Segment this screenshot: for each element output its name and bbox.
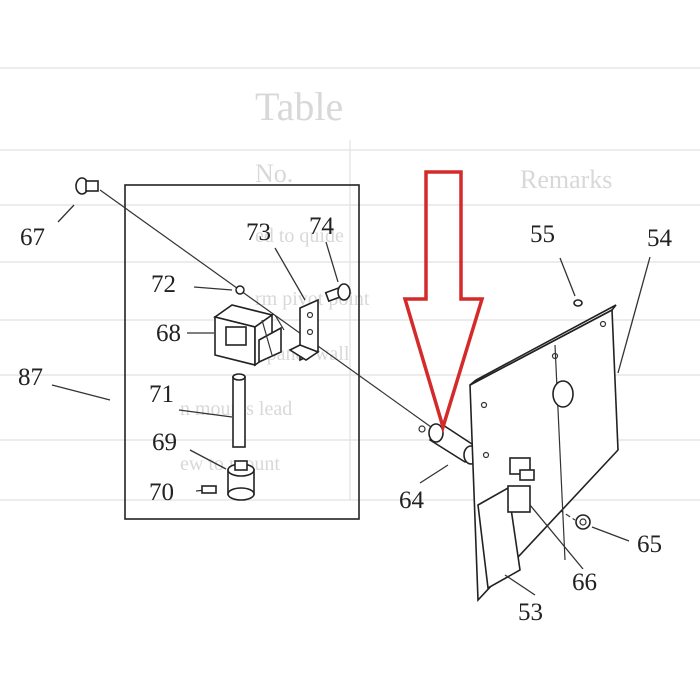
screw-67 — [75, 177, 99, 195]
leader-65 — [591, 526, 630, 542]
label-73: 73 — [246, 219, 271, 246]
leader-55 — [559, 257, 576, 297]
leader-66 — [529, 504, 584, 570]
leader-lines — [51, 204, 651, 596]
label-69: 69 — [152, 429, 177, 456]
label-54: 54 — [647, 225, 673, 252]
background-row-fragment: ed to quide — [255, 225, 344, 247]
motor-64 — [418, 423, 480, 465]
leader-74 — [325, 241, 339, 283]
bracket-68 — [213, 304, 285, 367]
label-67: 67 — [20, 224, 45, 251]
leader-87 — [51, 384, 111, 401]
label-71: 71 — [149, 381, 174, 408]
part-labels: 67 73 74 72 68 87 71 69 70 64 55 54 65 6… — [18, 213, 673, 626]
leader-71 — [178, 409, 233, 418]
set-screw-72 — [235, 285, 245, 295]
leader-53 — [504, 574, 536, 596]
label-70: 70 — [149, 479, 174, 506]
label-68: 68 — [156, 320, 181, 347]
screw-70 — [195, 485, 217, 494]
screw-55 — [573, 299, 583, 307]
background-heading: Table — [255, 84, 343, 129]
leader-64 — [419, 464, 449, 484]
leader-54 — [617, 256, 651, 374]
label-72: 72 — [151, 271, 176, 298]
label-74: 74 — [309, 213, 335, 240]
highlight-arrow — [402, 170, 485, 434]
label-55: 55 — [530, 221, 555, 248]
nut-65 — [575, 514, 591, 530]
leader-67 — [57, 204, 75, 223]
background-column-remarks: Remarks — [520, 165, 612, 194]
background-column-no: No. — [255, 159, 293, 188]
shaft-71 — [232, 373, 246, 448]
label-66: 66 — [572, 569, 597, 596]
knob-69 — [227, 460, 255, 501]
screw-74 — [324, 283, 351, 303]
label-64: 64 — [399, 487, 425, 514]
l-bracket-73 — [288, 298, 320, 362]
bracket-53 — [477, 486, 521, 590]
leader-72 — [193, 286, 233, 291]
label-65: 65 — [637, 531, 662, 558]
label-87: 87 — [18, 364, 43, 391]
leader-69 — [189, 449, 227, 470]
assembly-axis-line — [99, 189, 439, 433]
inset-box — [124, 184, 360, 520]
clamp-66 — [507, 457, 535, 513]
leader-73 — [274, 247, 306, 301]
label-53: 53 — [518, 599, 543, 626]
